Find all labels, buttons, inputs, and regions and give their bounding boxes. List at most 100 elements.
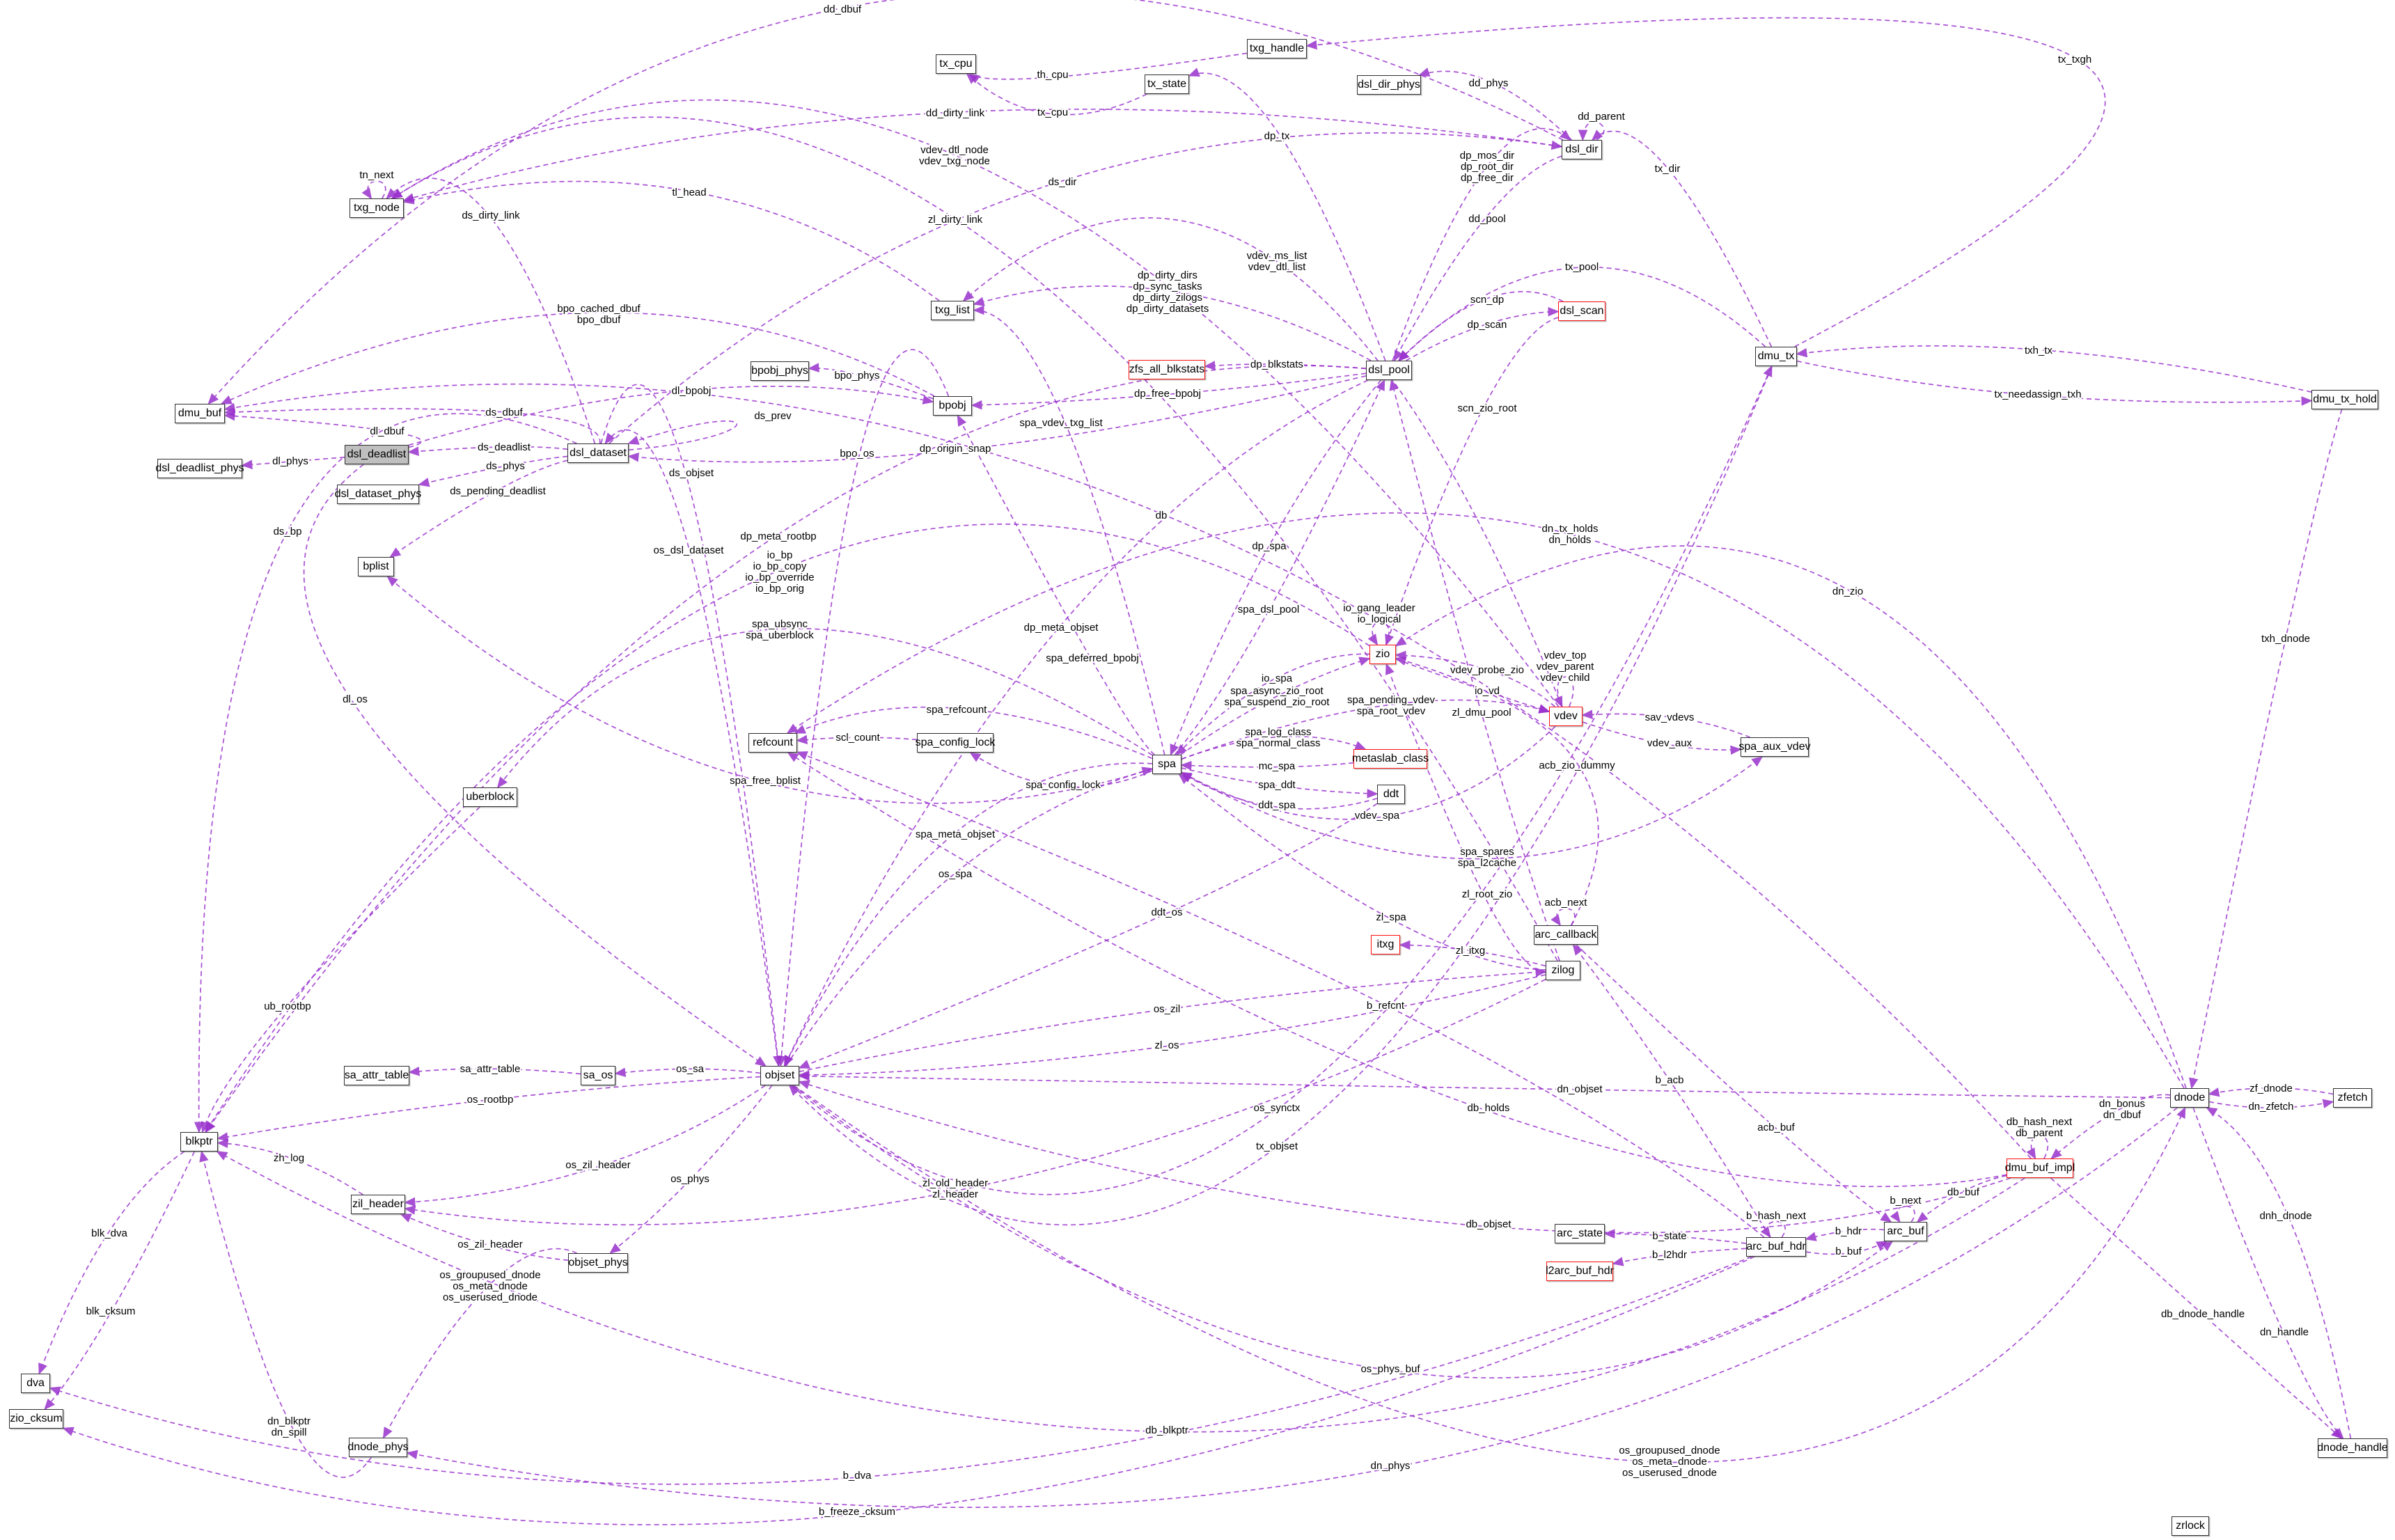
graph-node-dva[interactable]: dva	[21, 1374, 50, 1393]
graph-node-bpobj_phys[interactable]: bpobj_phys	[751, 361, 809, 381]
graph-edge-ddt-objset	[798, 803, 1378, 1069]
graph-node-dsl_dir[interactable]: dsl_dir	[1562, 140, 1602, 159]
graph-node-tx_state[interactable]: tx_state	[1145, 74, 1189, 94]
graph-node-tx_cpu[interactable]: tx_cpu	[936, 54, 976, 74]
graph-node-dsl_dir_phys[interactable]: dsl_dir_phys	[1357, 75, 1421, 95]
graph-node-dsl_dataset[interactable]: dsl_dataset	[567, 443, 629, 463]
graph-edge-dsl_dataset-dmu_buf	[223, 407, 601, 444]
graph-node-dsl_pool[interactable]: dsl_pool	[1366, 361, 1412, 380]
graph-edge-objset-sa_os	[614, 1067, 761, 1078]
graph-edge-dnode-dnode_phys	[406, 1107, 2178, 1508]
edge-label-b_refcnt: b_refcnt	[1367, 1000, 1405, 1012]
graph-node-dmu_tx[interactable]: dmu_tx	[1755, 347, 1797, 366]
graph-node-zfetch[interactable]: zfetch	[2333, 1088, 2372, 1108]
graph-node-arc_buf_hdr[interactable]: arc_buf_hdr	[1746, 1237, 1806, 1257]
graph-node-zrlock[interactable]: zrlock	[2172, 1516, 2209, 1536]
graph-node-bpobj[interactable]: bpobj	[933, 396, 972, 416]
edge-label-db_objset: db_objset	[1466, 1218, 1511, 1230]
graph-node-sa_attr_table[interactable]: sa_attr_table	[344, 1066, 409, 1085]
edge-label-os_synctx: os_synctx	[1254, 1102, 1301, 1114]
graph-edge-objset-blkptr	[217, 1076, 761, 1142]
edge-label-b_state: b_state	[1652, 1230, 1686, 1242]
graph-node-uberblock[interactable]: uberblock	[463, 787, 517, 807]
graph-edge-zil_header-blkptr	[217, 1138, 363, 1195]
edge-label-dl_os: dl_os	[343, 693, 368, 705]
graph-node-dnode_phys[interactable]: dnode_phys	[347, 1438, 409, 1457]
edge-label-ds_phys: ds_phys	[486, 460, 525, 472]
graph-edge-dmu_tx-dmu_tx_hold	[1796, 360, 2313, 406]
graph-node-metaslab_class[interactable]: metaslab_class	[1352, 749, 1429, 769]
graph-node-dsl_deadlist_phys[interactable]: dsl_deadlist_phys	[155, 459, 244, 478]
edge-label-ds_bp: ds_bp	[274, 526, 302, 537]
graph-node-bplist[interactable]: bplist	[358, 557, 394, 576]
graph-node-zil_header[interactable]: zil_header	[351, 1195, 405, 1214]
graph-node-spa_config_lock[interactable]: spa_config_lock	[916, 733, 995, 753]
edge-label-dd_dbuf: dd_dbuf	[824, 3, 862, 15]
edge-label-ds_dirty_link: ds_dirty_link	[462, 210, 520, 221]
graph-edge-dsl_dataset-objset	[600, 384, 783, 1067]
graph-node-dmu_buf[interactable]: dmu_buf	[175, 404, 225, 423]
graph-node-spa_aux_vdev[interactable]: spa_aux_vdev	[1738, 737, 1811, 757]
graph-edge-dsl_pool-spa	[1170, 379, 1382, 756]
graph-node-objset[interactable]: objset	[760, 1066, 799, 1085]
edge-label-vdev_spa: vdev_spa	[1355, 810, 1400, 822]
edge-label-ddt_spa: ddt_spa	[1258, 799, 1296, 811]
graph-edge-dsl_deadlist-dsl_deadlist_phys	[241, 456, 345, 470]
graph-edge-spa-metaslab_class	[1181, 735, 1367, 760]
graph-node-dnode[interactable]: dnode	[2170, 1088, 2209, 1108]
edge-label-zf_dnode: zf_dnode	[2249, 1083, 2293, 1094]
graph-node-dmu_tx_hold[interactable]: dmu_tx_hold	[2311, 390, 2378, 409]
graph-node-dsl_scan[interactable]: dsl_scan	[1558, 301, 1605, 321]
graph-node-arc_state[interactable]: arc_state	[1555, 1224, 1605, 1243]
graph-node-sa_os[interactable]: sa_os	[581, 1066, 615, 1085]
graph-edge-blkptr-dva	[38, 1151, 185, 1375]
graph-edge-dsl_dataset-blkptr	[194, 413, 577, 1133]
graph-node-zfs_all_blkstats[interactable]: zfs_all_blkstats	[1129, 360, 1205, 379]
edge-label-ds_dir: ds_dir	[1049, 176, 1077, 188]
edge-label-io_vd: io_vd	[1475, 685, 1500, 697]
graph-node-dmu_buf_impl[interactable]: dmu_buf_impl	[2005, 1158, 2075, 1178]
edge-label-dl_phys: dl_phys	[272, 455, 308, 467]
graph-node-spa[interactable]: spa	[1152, 755, 1181, 774]
graph-node-dsl_dataset_phys[interactable]: dsl_dataset_phys	[335, 485, 421, 504]
graph-edge-zilog-objset	[798, 974, 1546, 1080]
graph-node-zio[interactable]: zio	[1369, 645, 1396, 664]
graph-node-zilog[interactable]: zilog	[1546, 961, 1580, 980]
graph-edge-txg_list-txg_node	[402, 180, 940, 301]
graph-edge-spa_aux_vdev-vdev	[1581, 709, 1751, 738]
edge-label-dn_handle: dn_handle	[2260, 1326, 2309, 1338]
graph-edge-spa-refcount	[794, 706, 1153, 760]
graph-node-blkptr[interactable]: blkptr	[180, 1132, 218, 1152]
graph-node-dsl_deadlist[interactable]: dsl_deadlist	[345, 445, 409, 464]
graph-node-dnode_handle[interactable]: dnode_handle	[2317, 1438, 2388, 1458]
graph-node-itxg[interactable]: itxg	[1371, 935, 1400, 954]
graph-node-txg_node[interactable]: txg_node	[350, 198, 404, 218]
graph-edge-dsl_deadlist-objset	[303, 464, 767, 1067]
edge-label-os_zil: os_zil	[1154, 1003, 1180, 1015]
edge-label-txh_dnode: txh_dnode	[2261, 633, 2310, 645]
graph-node-ddt[interactable]: ddt	[1377, 785, 1405, 804]
edge-label-spa_meta_objset: spa_meta_objset	[916, 828, 996, 840]
graph-node-arc_buf[interactable]: arc_buf	[1884, 1222, 1927, 1241]
graph-node-vdev[interactable]: vdev	[1549, 707, 1583, 726]
edge-label-spa_free_bplist: spa_free_bplist	[730, 775, 801, 787]
graph-node-txg_handle[interactable]: txg_handle	[1247, 39, 1307, 58]
graph-edge-dnode_handle-dnode	[2206, 1107, 2352, 1439]
graph-node-l2arc_buf_hdr[interactable]: l2arc_buf_hdr	[1546, 1262, 1614, 1281]
graph-node-objset_phys[interactable]: objset_phys	[568, 1253, 628, 1273]
graph-edge-arc_callback-arc_buf	[1576, 944, 1892, 1223]
edge-label-os_zil_header: os_zil_header	[457, 1239, 522, 1250]
graph-node-arc_callback[interactable]: arc_callback	[1534, 925, 1598, 945]
graph-edge-arc_buf-arc_buf_hdr	[1805, 1228, 1885, 1241]
edge-label-zl_root_zio: zl_root_zio	[1462, 888, 1513, 900]
graph-node-refcount[interactable]: refcount	[748, 733, 797, 753]
graph-edge-dnode-zfetch	[2208, 1099, 2334, 1109]
graph-node-txg_list[interactable]: txg_list	[931, 301, 974, 320]
graph-edge-objset_phys-dnode_phys	[382, 1248, 577, 1439]
graph-node-zio_cksum[interactable]: zio_cksum	[9, 1409, 63, 1429]
graph-edge-dnode-dmu_buf_impl	[2050, 1094, 2171, 1160]
